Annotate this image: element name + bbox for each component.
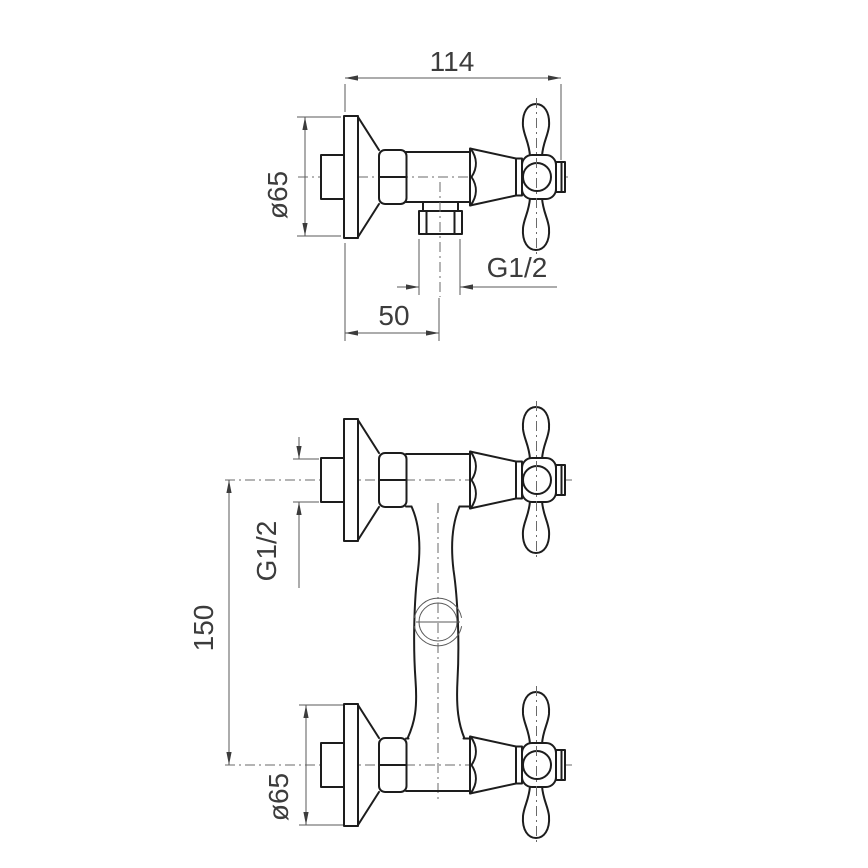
dimension-flange-diameter: ø65 (262, 116, 341, 237)
dimension-flange-diameter-front: ø65 (263, 704, 343, 826)
dimension-inlet-thread: G1/2 (251, 437, 319, 588)
dim-label-g12-bottom: G1/2 (251, 521, 282, 582)
dimension-width: 114 (344, 46, 562, 160)
dim-label-g12-top: G1/2 (487, 252, 548, 283)
lower-valve (320, 685, 566, 845)
front-view: G1/2 150 ø65 (188, 400, 572, 845)
dim-label-150: 150 (188, 605, 219, 652)
dim-label-d65-bottom: ø65 (263, 773, 294, 821)
dimension-outlet-offset: 50 (344, 243, 440, 341)
dim-label-50: 50 (378, 300, 409, 331)
outlet-thread-circle (413, 597, 463, 647)
dim-label-d65-top: ø65 (262, 171, 293, 219)
upper-valve (320, 400, 566, 560)
dimension-outlet-thread: G1/2 (397, 239, 557, 295)
dim-label-114: 114 (430, 46, 475, 77)
dimension-centers-distance: 150 (188, 480, 232, 765)
side-view: 114 ø65 G1/2 50 (262, 46, 572, 341)
